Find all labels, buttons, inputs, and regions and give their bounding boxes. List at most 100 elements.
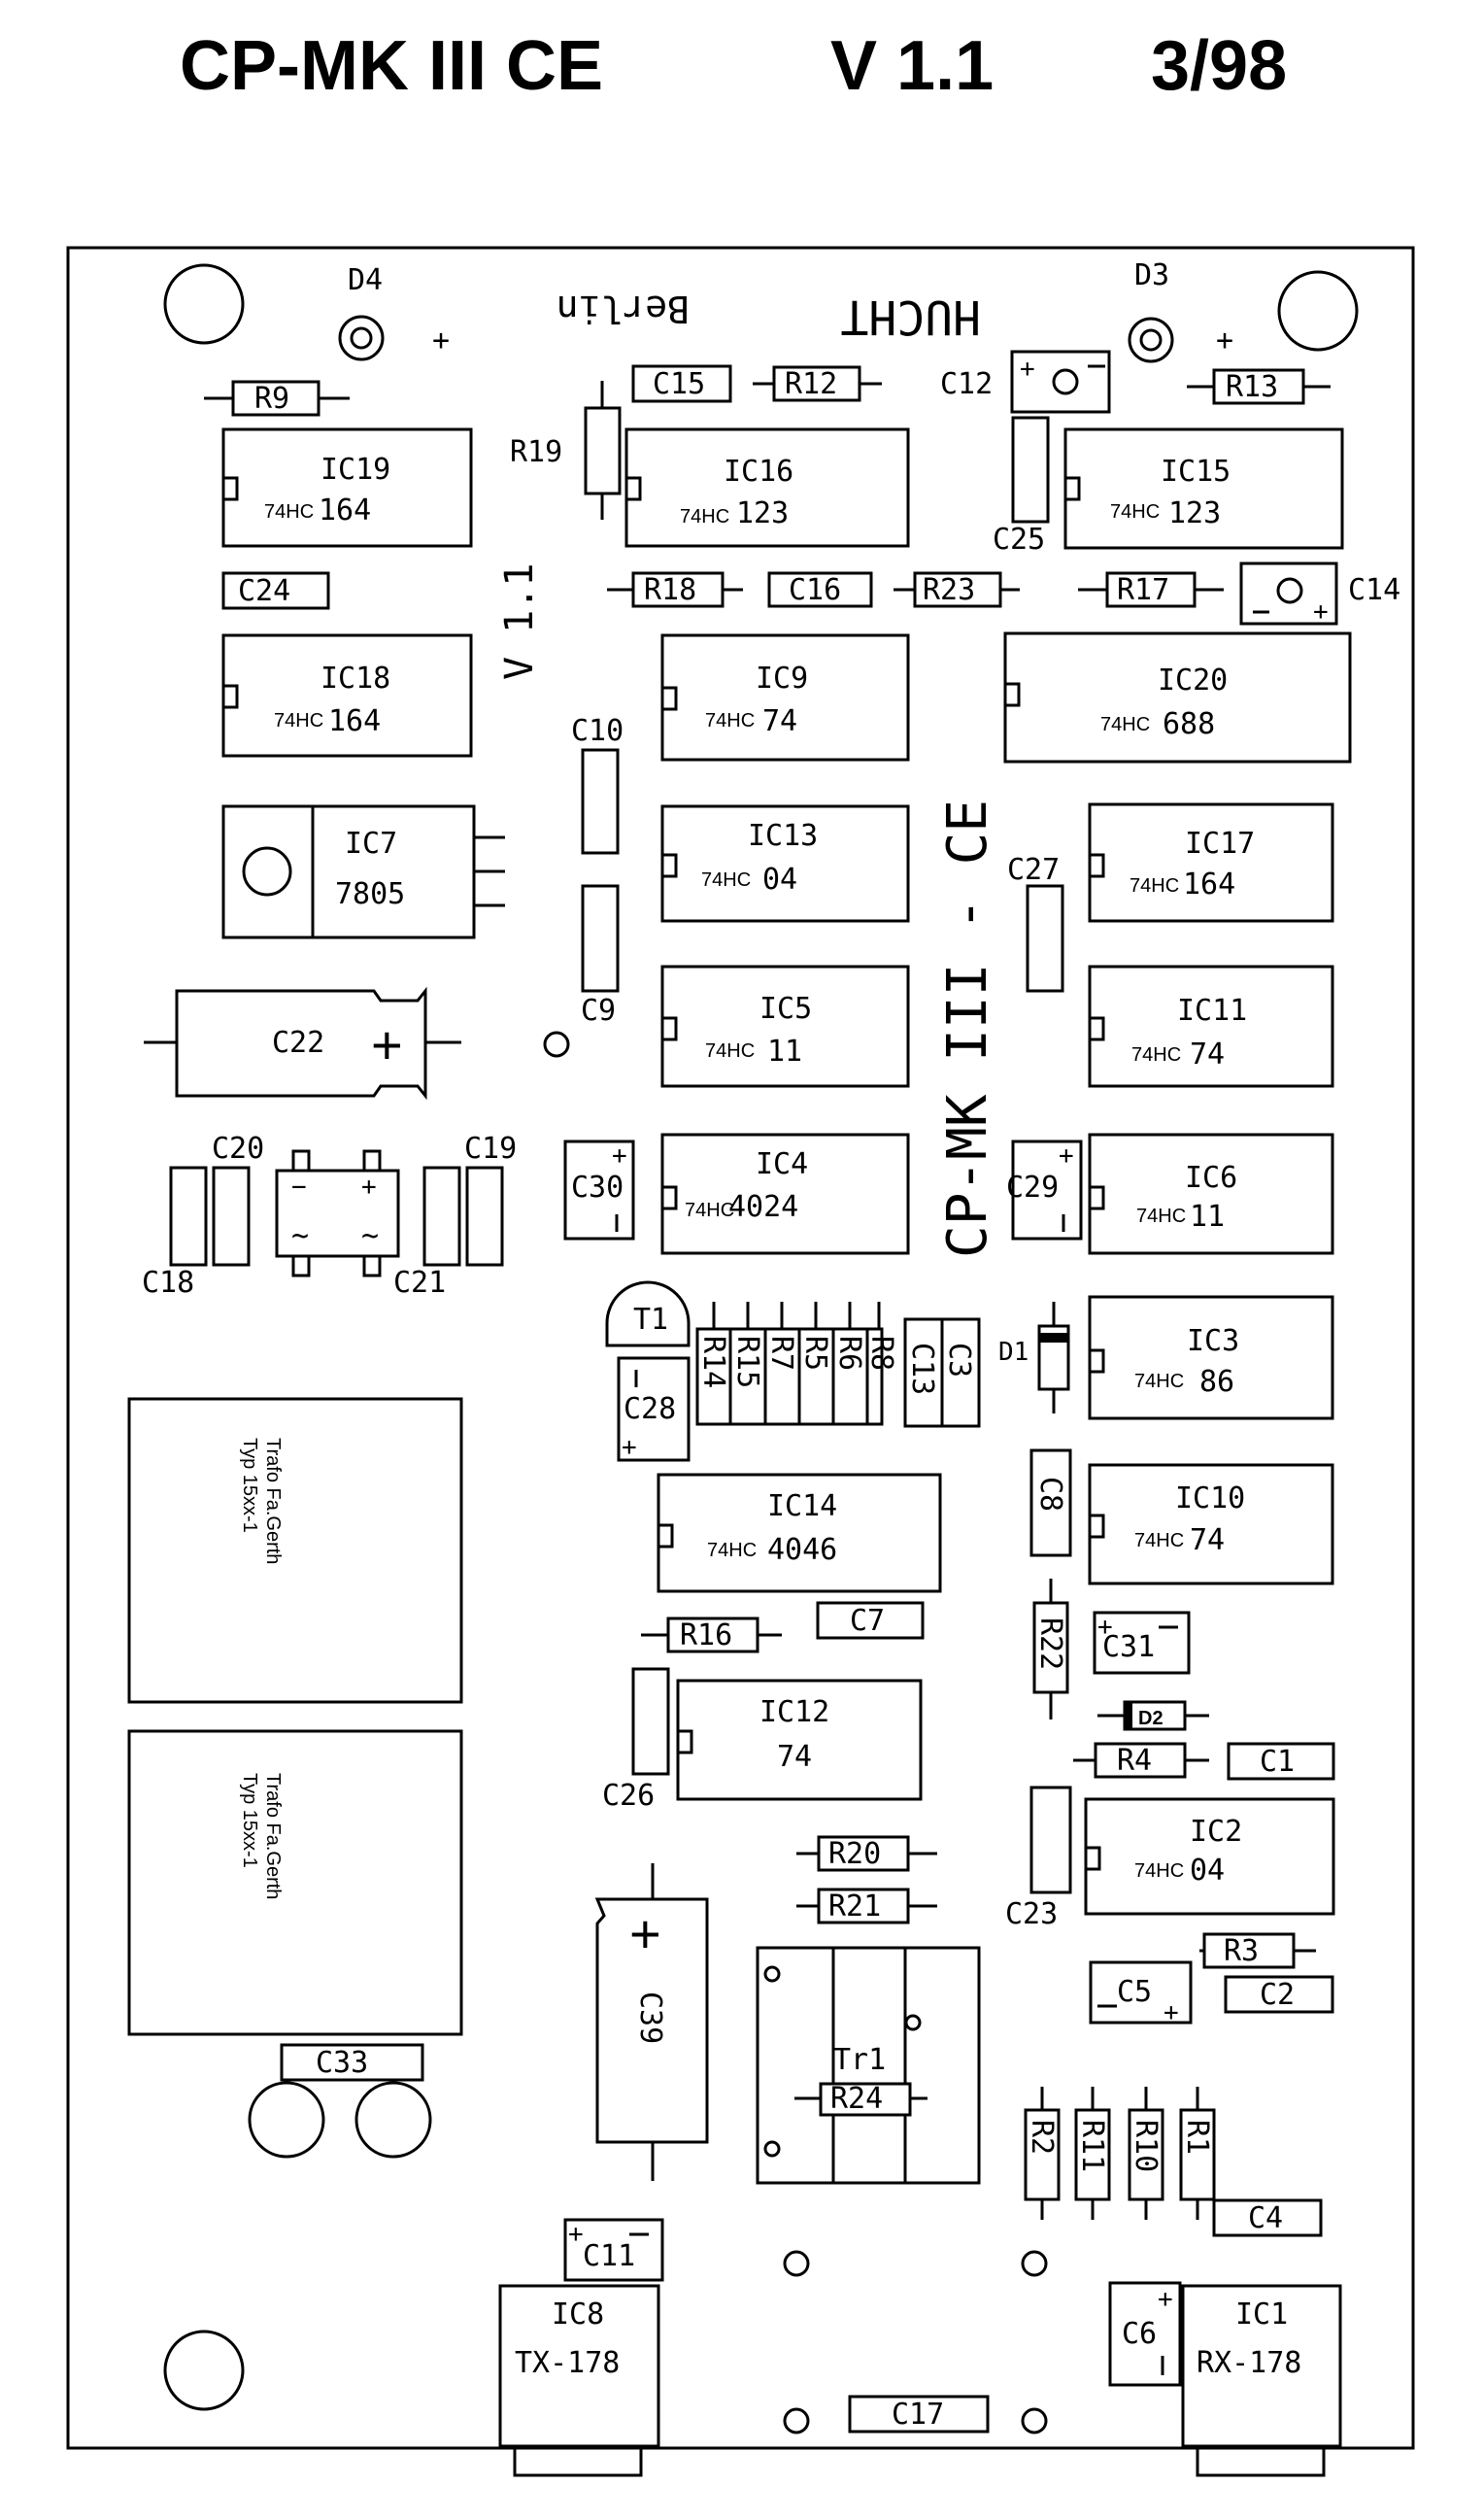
ic18-prefix: 74HC xyxy=(274,710,323,732)
c25-label: C25 xyxy=(993,523,1045,557)
c12-label: C12 xyxy=(940,367,993,401)
c29-plus: + xyxy=(1059,1141,1074,1171)
r13-body xyxy=(1212,368,1305,405)
ic1-name: IC1 xyxy=(1235,2298,1288,2332)
trafo1-line2: Typ 15xx-1 xyxy=(239,1438,260,1533)
r17-label: R17 xyxy=(1117,573,1169,607)
t1-transistor: T1 xyxy=(605,1280,691,1347)
c9-body xyxy=(581,884,620,993)
ic17-name: IC17 xyxy=(1185,827,1255,861)
r19-label: R19 xyxy=(510,435,562,469)
ic9-name: IC9 xyxy=(756,662,808,696)
c20-label: C20 xyxy=(212,1132,264,1166)
ic13-prefix: 74HC xyxy=(701,869,751,891)
c3-body xyxy=(940,1317,981,1428)
c17-body xyxy=(848,2395,990,2434)
ic12-name: IC12 xyxy=(759,1695,829,1729)
ic8-num: TX-178 xyxy=(515,2346,620,2380)
c11-plus: + xyxy=(568,2220,584,2249)
city-mirrored: Berlin xyxy=(556,288,690,330)
ic14-prefix: 74HC xyxy=(707,1540,757,1561)
c33-pad-right xyxy=(354,2081,432,2159)
board-outline xyxy=(66,246,1415,2450)
c3-label: C3 xyxy=(942,1343,976,1378)
ic4-num: 4024 xyxy=(728,1190,798,1224)
ic18-name: IC18 xyxy=(320,662,390,696)
ic16-name: IC16 xyxy=(724,455,793,489)
ic4-prefix: 74HC xyxy=(685,1200,734,1221)
d3-led-inner xyxy=(1139,328,1163,352)
ic19-prefix: 74HC xyxy=(264,501,314,523)
ic5-name: IC5 xyxy=(759,992,812,1026)
ic13: IC13 74HC 04 xyxy=(660,804,910,923)
c5-plus: + xyxy=(1164,1998,1179,2027)
ic3: IC3 74HC 86 xyxy=(1088,1295,1334,1420)
c21-label: C21 xyxy=(393,1266,446,1300)
c28-label: C28 xyxy=(624,1392,676,1426)
r10-resistor: R10 xyxy=(1128,2087,1164,2220)
c14-label: C14 xyxy=(1348,573,1400,607)
r13-label: R13 xyxy=(1226,370,1278,404)
c12-body xyxy=(1010,350,1111,414)
header-version: V 1.1 xyxy=(830,27,994,105)
maker-text: HUCHT xyxy=(841,289,982,344)
c2-label: C2 xyxy=(1260,1978,1295,2012)
c6-label: C6 xyxy=(1122,2317,1157,2351)
t1-label: T1 xyxy=(633,1303,668,1337)
svg-text:V 1.1: V 1.1 xyxy=(497,563,542,680)
pad-1 xyxy=(783,2250,810,2277)
ic10-num: 74 xyxy=(1190,1523,1225,1557)
ic13-name: IC13 xyxy=(748,819,818,853)
r21-body xyxy=(817,1888,910,1924)
r5-label: R5 xyxy=(798,1336,832,1371)
r1-resistor: R1 xyxy=(1179,2087,1216,2220)
ic20-name: IC20 xyxy=(1158,664,1228,698)
ic11-prefix: 74HC xyxy=(1131,1044,1181,1066)
ic6-name: IC6 xyxy=(1185,1161,1237,1195)
mounting-hole-top-right xyxy=(1277,270,1359,352)
r2-resistor: R2 xyxy=(1024,2087,1061,2220)
c21-body xyxy=(422,1166,461,1267)
c18-label: C18 xyxy=(142,1266,194,1300)
ic16-num: 123 xyxy=(736,496,789,530)
c9-label: C9 xyxy=(581,994,616,1028)
c23-label: C23 xyxy=(1005,1897,1058,1931)
ic5-prefix: 74HC xyxy=(705,1040,755,1062)
ic4-name: IC4 xyxy=(756,1147,808,1181)
ic2-prefix: 74HC xyxy=(1134,1860,1184,1882)
ic9-num: 74 xyxy=(762,704,797,738)
c39-capacitor: + C39 xyxy=(594,1863,709,2181)
ic6: IC6 74HC 11 xyxy=(1088,1133,1334,1255)
svg-text:CP-MK III - CE: CP-MK III - CE xyxy=(936,800,999,1258)
ic14-name: IC14 xyxy=(767,1489,837,1523)
r7-label: R7 xyxy=(764,1336,798,1371)
ic3-name: IC3 xyxy=(1187,1324,1239,1358)
ic2-name: IC2 xyxy=(1190,1815,1242,1849)
c11-label: C11 xyxy=(583,2239,635,2273)
via-hole xyxy=(543,1031,570,1058)
trafo2-line1: Trafo Fa.Gerth xyxy=(262,1773,284,1899)
c22-capacitor: C22 + xyxy=(144,986,461,1101)
c7-body xyxy=(816,1601,925,1640)
ic4: IC4 74HC 4024 xyxy=(660,1133,910,1255)
bridge-minus: − xyxy=(291,1173,307,1202)
c18-body xyxy=(169,1166,208,1267)
maker-mirrored: HUCHT xyxy=(841,289,982,344)
r2-label: R2 xyxy=(1025,2120,1059,2155)
c10-body xyxy=(581,748,620,855)
d3-plus: + xyxy=(1216,323,1233,357)
ic15-prefix: 74HC xyxy=(1110,501,1160,523)
r17-body xyxy=(1105,571,1197,608)
ic16-prefix: 74HC xyxy=(680,506,729,528)
c27-body xyxy=(1026,884,1064,993)
c39-label: C39 xyxy=(633,1991,667,2044)
c29-label: C29 xyxy=(1006,1171,1059,1205)
r9-body xyxy=(231,380,320,417)
pad-2 xyxy=(1021,2250,1048,2277)
r11-label: R11 xyxy=(1075,2120,1109,2172)
ic9: IC9 74HC 74 xyxy=(660,633,910,762)
ic8-name: IC8 xyxy=(552,2298,604,2332)
d1-label: D1 xyxy=(998,1338,1029,1367)
